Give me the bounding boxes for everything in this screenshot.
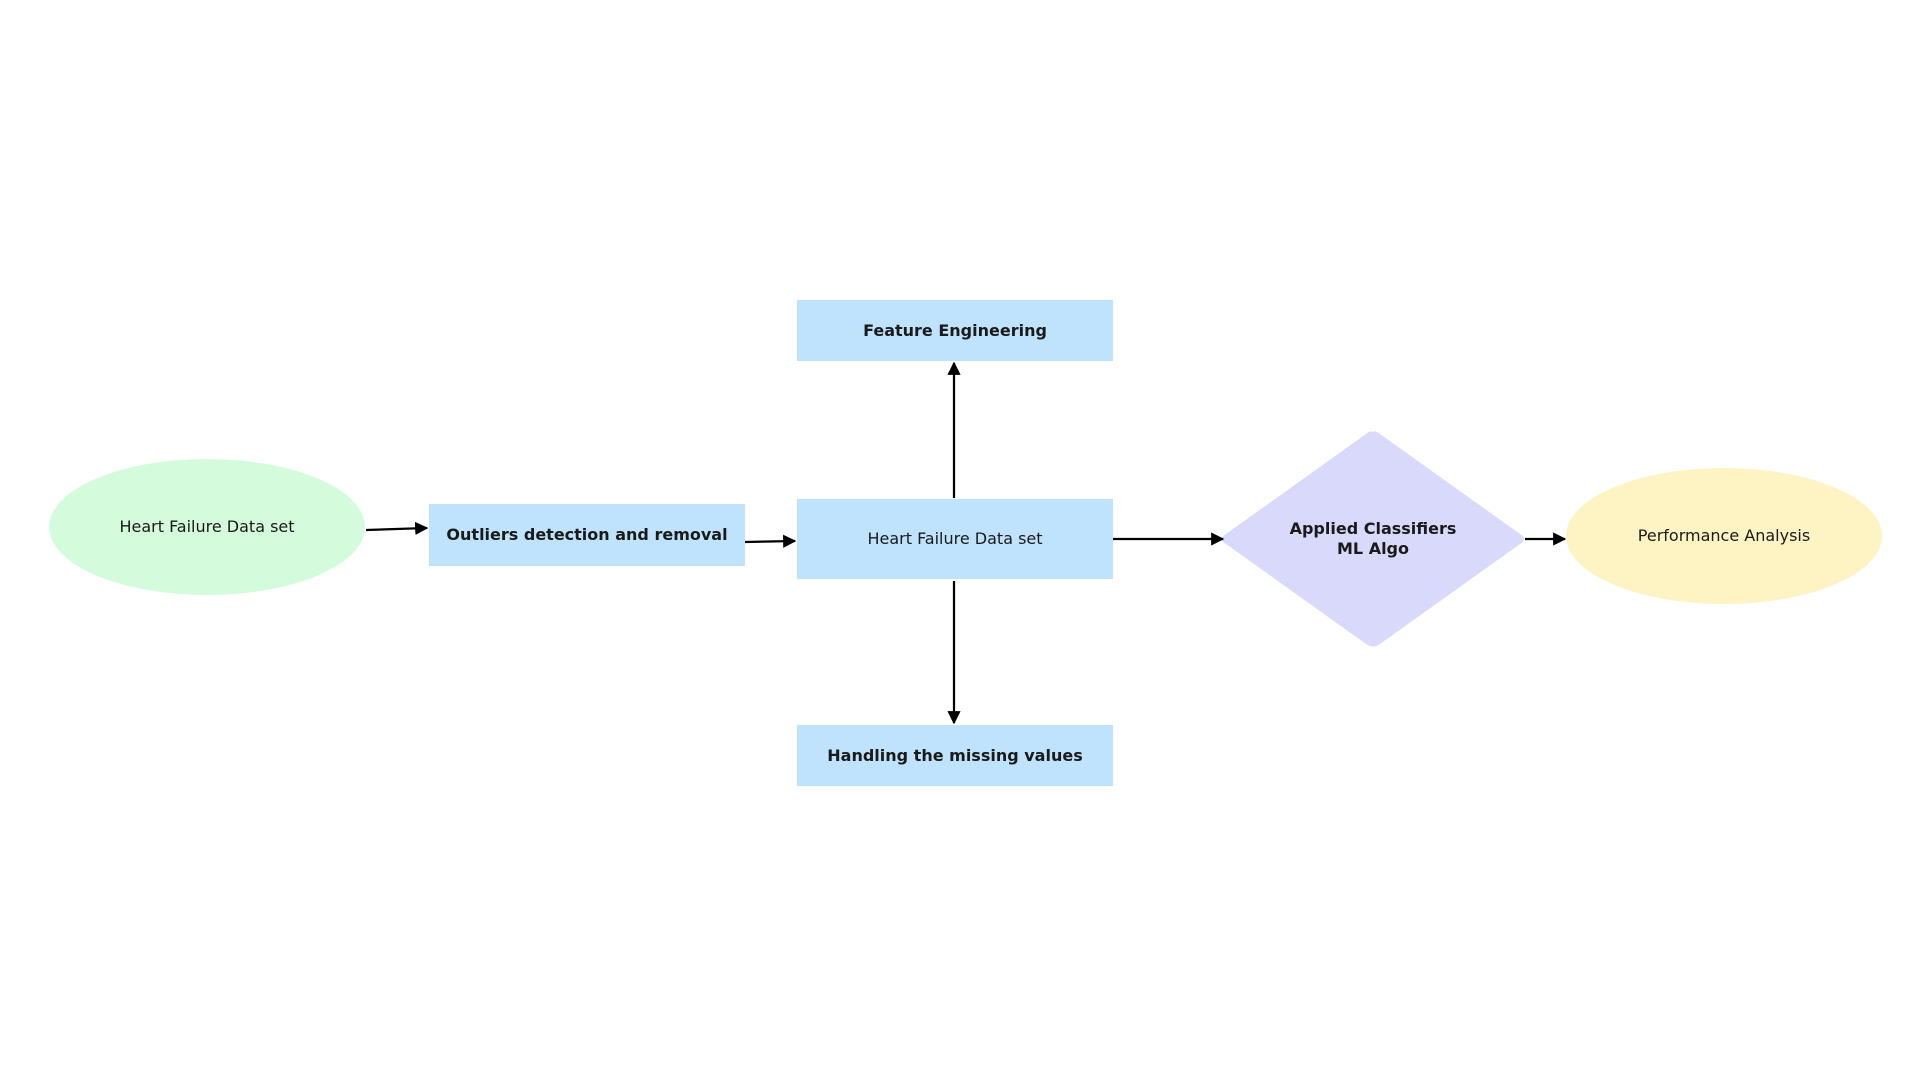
node-missing-shape: [797, 725, 1113, 786]
node-classifiers-label: Applied Classifiers ML Algo: [1289, 519, 1457, 558]
node-performance-label: Performance Analysis: [1637, 526, 1811, 545]
node-outliers-label: Outliers detection and removal: [446, 525, 728, 544]
node-dataset-shape: [797, 499, 1113, 579]
node-performance-shape: [1566, 468, 1882, 604]
edge-outliers-to-dataset: [744, 534, 797, 548]
node-dataset-label: Heart Failure Data set: [867, 529, 1043, 548]
edge-source-to-outliers: [365, 521, 429, 535]
node-feature-shape: [797, 300, 1113, 361]
node-missing-label: Handling the missing values: [827, 745, 1083, 765]
node-classifiers-shape: [1222, 431, 1524, 647]
node-source-shape: [49, 459, 365, 595]
node-outliers-shape: [429, 504, 745, 566]
node-source-label: Heart Failure Data set: [119, 517, 295, 536]
node-feature-label: Feature Engineering: [863, 320, 1047, 340]
